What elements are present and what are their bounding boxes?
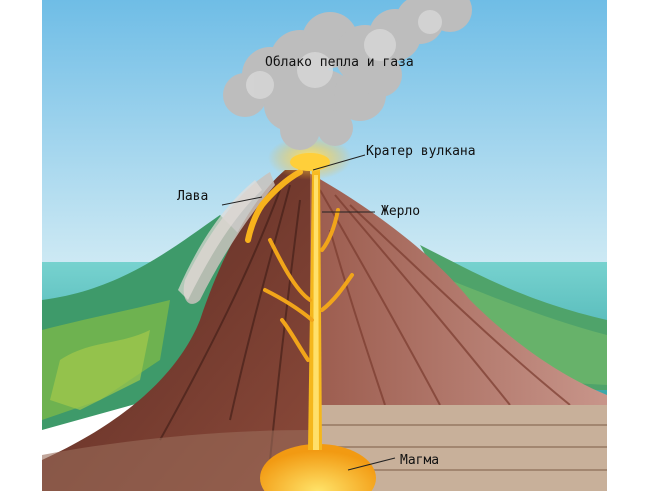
- lava-leader-line: [221, 196, 263, 206]
- crater-label: Кратер вулкана: [366, 144, 476, 159]
- crater-leader-line: [312, 154, 366, 171]
- cone-right: [300, 168, 607, 410]
- magma-label: Магма: [400, 453, 440, 468]
- cone-left-cutaway: [42, 170, 310, 491]
- magma-leader-line: [347, 457, 396, 471]
- lava-veins: [263, 208, 354, 362]
- lava-label: Лава: [177, 189, 209, 204]
- magma-chamber: [260, 444, 376, 491]
- vent-label: Жерло: [381, 204, 421, 219]
- rock-ridge: [183, 172, 275, 304]
- ash-cloud-label: Облако пепла и газа: [265, 55, 414, 70]
- lava-flow: [245, 169, 303, 243]
